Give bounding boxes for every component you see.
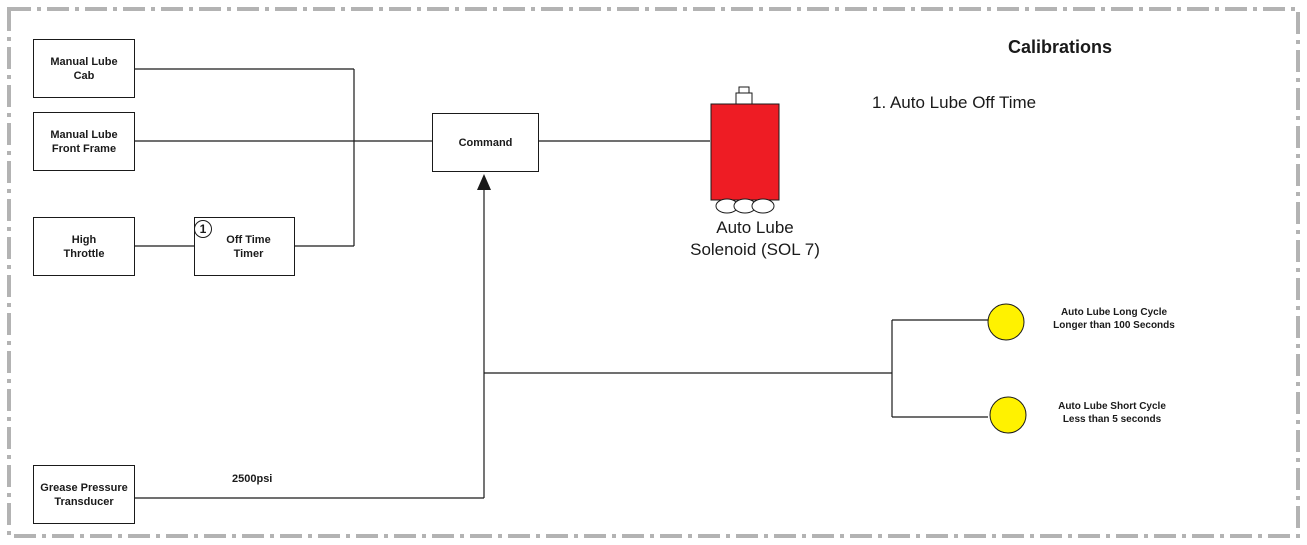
grease-pressure-transducer-block: Grease Pressure Transducer	[33, 465, 135, 524]
manual-lube-cab-label: Manual Lube Cab	[50, 55, 118, 82]
solenoid-caption: Auto Lube Solenoid (SOL 7)	[690, 218, 820, 259]
calibration-marker-1: 1	[194, 220, 212, 238]
manual-lube-front-frame-block: Manual Lube Front Frame	[33, 112, 135, 171]
pressure-label: 2500psi	[232, 473, 273, 485]
long-cycle-lamp-label: Auto Lube Long Cycle Longer than 100 Sec…	[1053, 307, 1175, 331]
calibrations-title: Calibrations	[1008, 37, 1113, 57]
long-cycle-lamp-icon	[987, 303, 1025, 341]
command-block: Command	[432, 113, 539, 172]
off-time-timer-block: Off Time Timer	[194, 217, 295, 276]
off-time-timer-label: Off Time Timer	[226, 233, 271, 260]
command-label: Command	[458, 136, 513, 149]
manual-lube-front-frame-label: Manual Lube Front Frame	[50, 128, 118, 155]
manual-lube-cab-block: Manual Lube Cab	[33, 39, 135, 98]
short-cycle-lamp-label: Auto Lube Short Cycle Less than 5 second…	[1058, 401, 1166, 425]
arrow-up-icon	[477, 174, 491, 190]
high-throttle-block: High Throttle	[33, 217, 135, 276]
wiring	[135, 68, 988, 499]
calibration-item-1: 1. Auto Lube Off Time	[872, 93, 1037, 112]
short-cycle-lamp-icon	[989, 396, 1027, 434]
grease-pressure-transducer-label: Grease Pressure Transducer	[40, 481, 128, 508]
high-throttle-label: High Throttle	[63, 233, 105, 260]
diagram-frame	[7, 7, 1300, 538]
solenoid-valve-icon	[710, 86, 780, 214]
